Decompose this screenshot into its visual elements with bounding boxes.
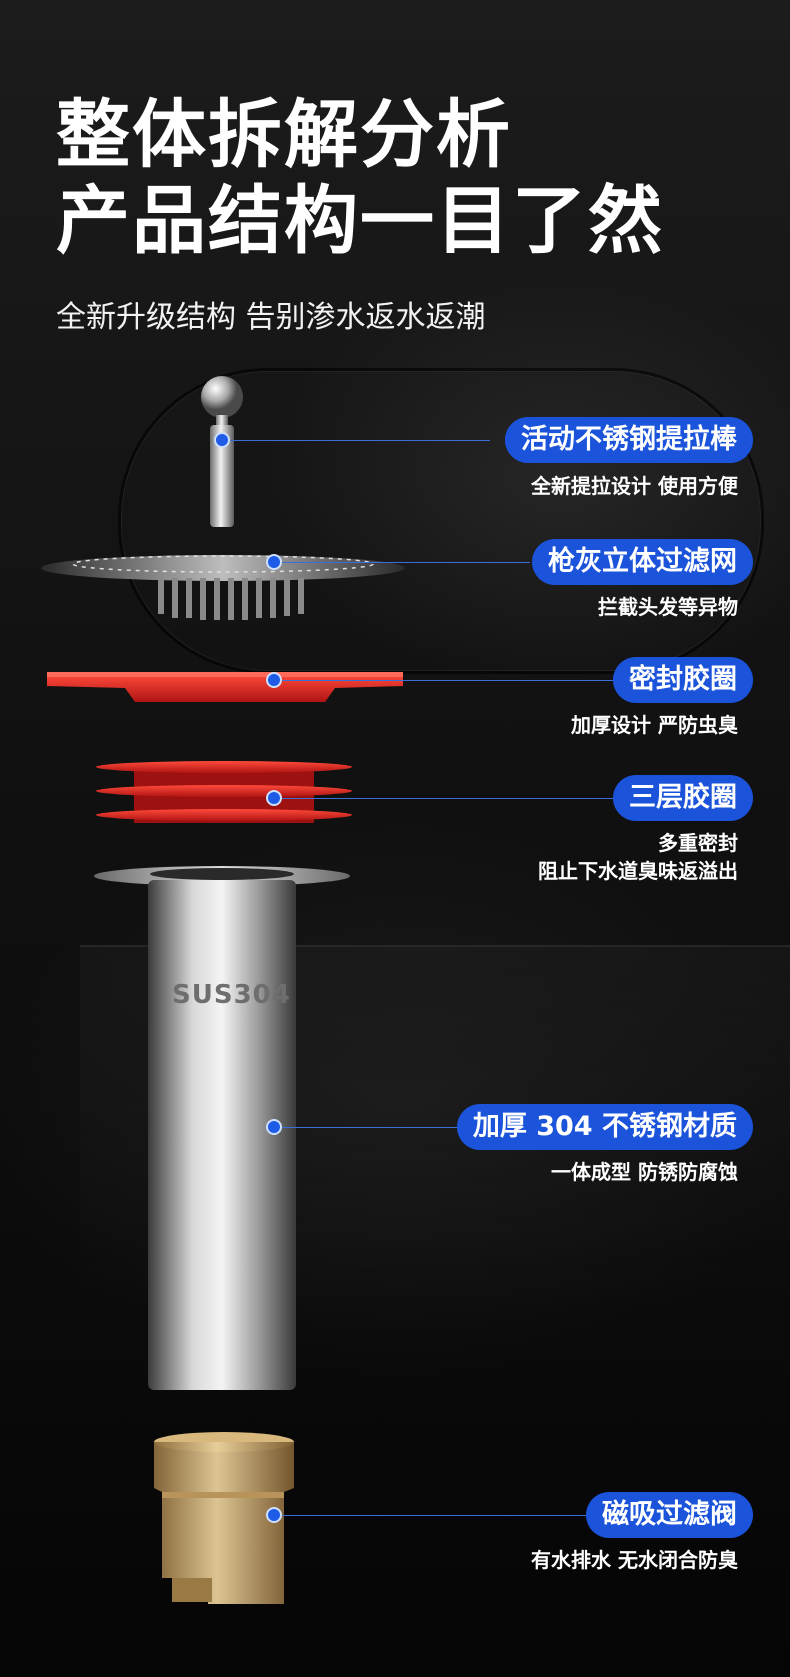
connector-line-6 [274,1515,594,1516]
pull-rod-illustration [201,376,243,527]
callout-dot-5 [266,1119,282,1135]
connector-line-2 [274,562,530,563]
callout-desc-6: 有水排水 无水闭合防臭 [531,1548,738,1572]
steel-body-illustration [94,866,350,1390]
page-title: 整体拆解分析 产品结构一目了然 [56,92,664,264]
background-mirror [118,368,764,674]
callout-label-6: 磁吸过滤阀 [586,1492,753,1538]
callout-label-2: 枪灰立体过滤网 [532,539,753,585]
callout-desc-4a: 多重密封 [658,831,738,855]
connector-line-5 [274,1127,474,1128]
page-subtitle: 全新升级结构 告别渗水返水返潮 [56,300,486,335]
callout-desc-2: 拦截头发等异物 [598,595,738,619]
callout-label-4: 三层胶圈 [613,775,753,821]
callout-label-3: 密封胶圈 [613,657,753,703]
callout-desc-3: 加厚设计 严防虫臭 [571,713,738,737]
callout-dot-1 [214,432,230,448]
connector-line-1 [222,440,490,441]
title-line-2: 产品结构一目了然 [56,178,664,264]
connector-line-3 [274,680,622,681]
callout-dot-3 [266,672,282,688]
triple-gasket-illustration [96,761,352,823]
callout-dot-4 [266,790,282,806]
callout-label-1: 活动不锈钢提拉棒 [505,417,753,463]
title-line-1: 整体拆解分析 [56,92,512,178]
sealing-gasket-illustration [47,672,403,702]
filter-mesh-illustration [41,555,405,620]
callout-label-5: 加厚 304 不锈钢材质 [456,1104,753,1150]
callout-desc-5: 一体成型 防锈防腐蚀 [551,1160,738,1184]
callout-dot-2 [266,554,282,570]
callout-dot-6 [266,1507,282,1523]
callout-desc-4b: 阻止下水道臭味返溢出 [538,859,738,883]
callout-desc-1: 全新提拉设计 使用方便 [531,474,738,498]
magnetic-valve-illustration [154,1432,294,1604]
connector-line-4 [274,798,622,799]
sus304-marking: SUS304 [172,980,291,1010]
